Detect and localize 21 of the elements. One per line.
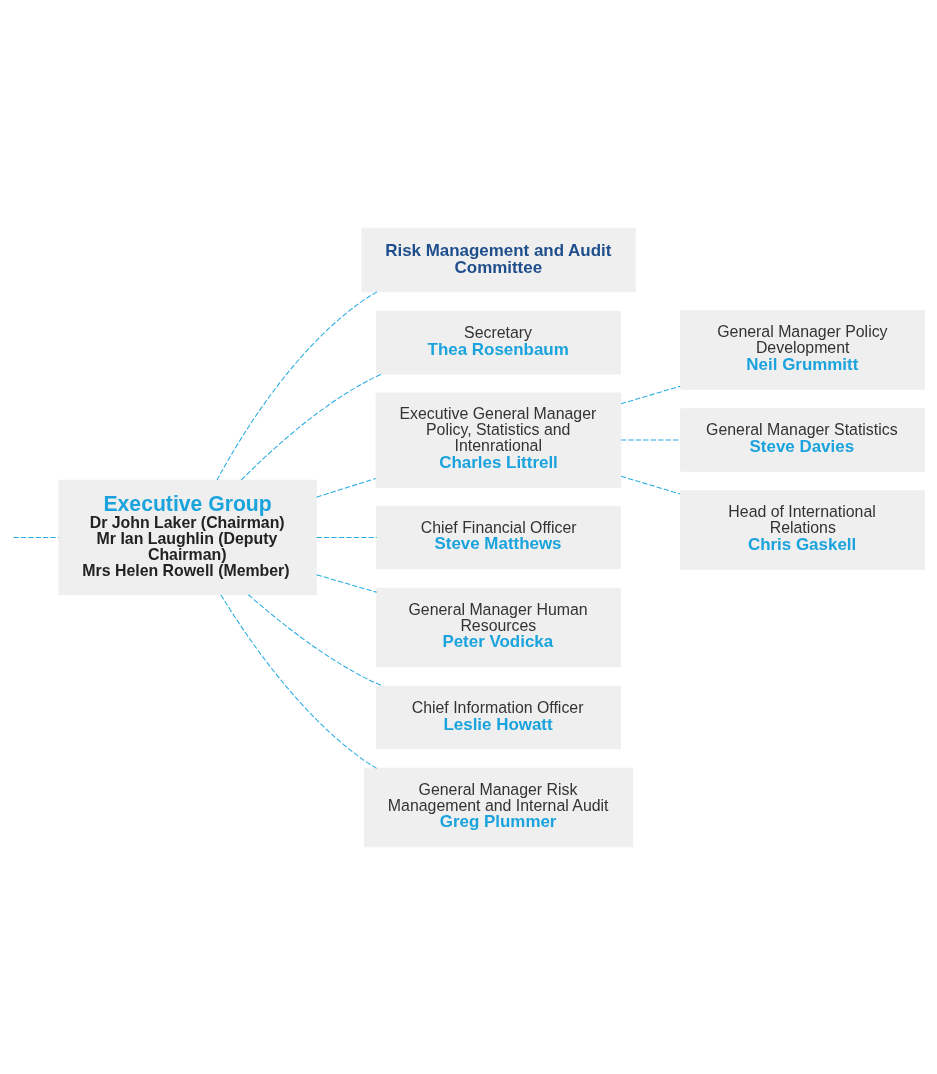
node-box: Chief Information Officer Leslie Howatt	[376, 685, 621, 749]
connector	[216, 290, 378, 481]
node-box: Risk Management and Audit Committee	[361, 227, 636, 292]
connector	[316, 536, 378, 538]
node-box: General Manager Policy Development Neil Grummitt	[680, 309, 925, 390]
connector	[240, 372, 383, 480]
node-box: Chief Financial Officer Steve Matthews	[376, 505, 621, 569]
connector	[316, 477, 377, 498]
connector	[316, 573, 378, 593]
node-box: Executive General Manager Policy, Statistics and Intenrational Charles Littrell	[375, 391, 622, 488]
connector	[620, 475, 681, 494]
node-box: Secretary Thea Rosenbaum	[376, 310, 621, 374]
node-box: Executive Group Dr John Laker (Chairman) Mr Ian Laughlin (Deputy Chairman) Mrs Helen Rowell (Member)	[58, 479, 317, 595]
connector	[620, 385, 681, 404]
connector	[220, 593, 378, 769]
node-box: Head of International Relations Chris Gaskell	[680, 489, 925, 570]
connector	[13, 536, 60, 538]
node-box: General Manager Statistics Steve Davies	[680, 407, 925, 472]
node-box: General Manager Human Resources Peter Vodicka	[376, 587, 621, 667]
connector	[247, 593, 384, 687]
node-box: General Manager Risk Management and Internal Audit Greg Plummer	[364, 767, 634, 847]
